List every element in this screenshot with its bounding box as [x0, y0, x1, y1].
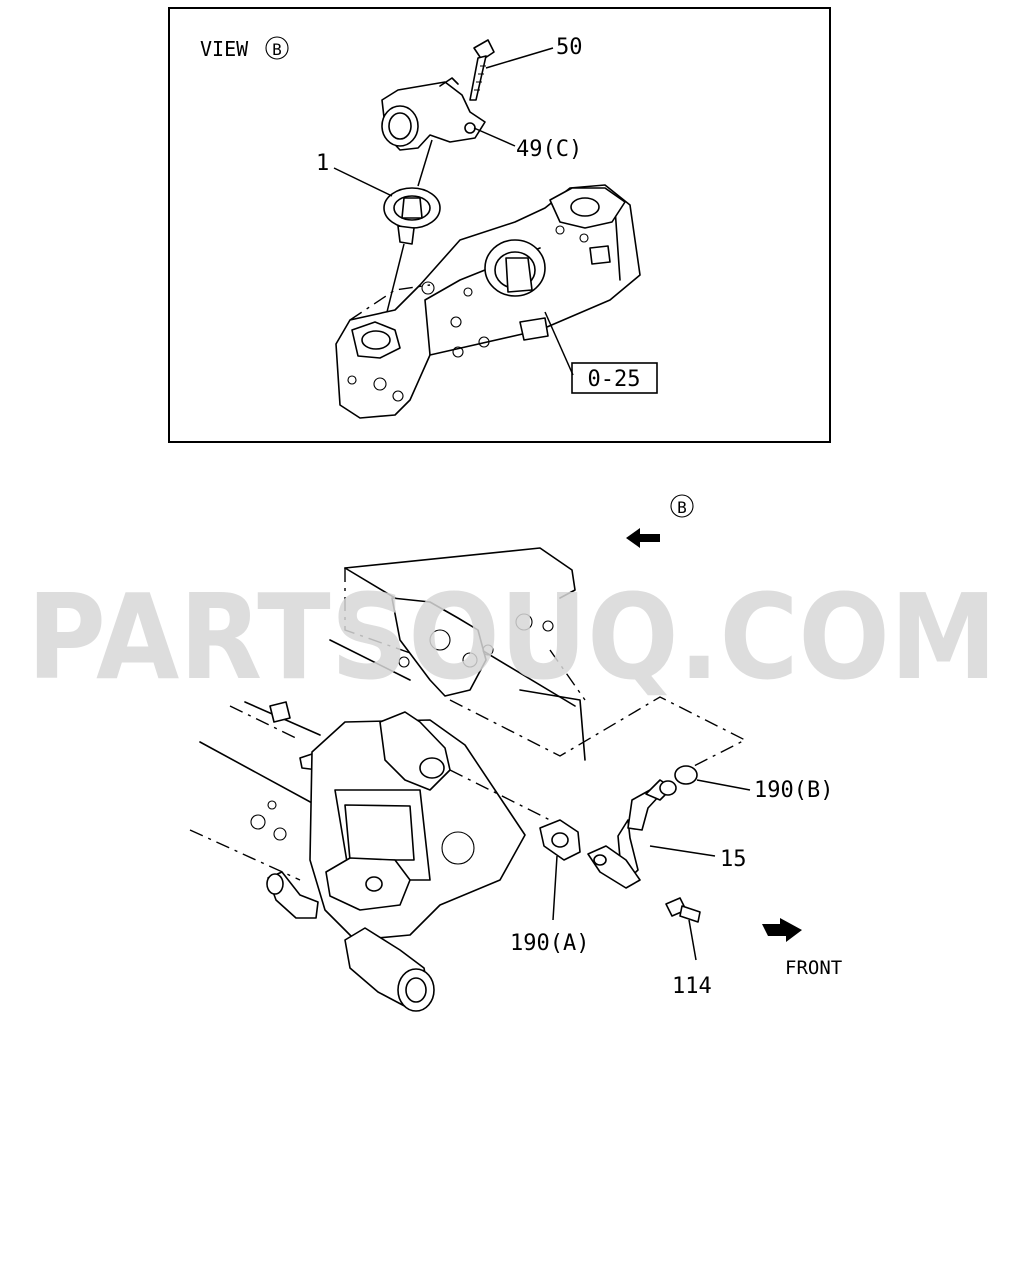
bolt-50 [469, 39, 495, 101]
alignment-path [449, 696, 747, 769]
view-marker: B [272, 40, 282, 59]
water-pipe [587, 779, 677, 889]
callout-50: 50 [556, 35, 583, 60]
callout-49c: 49(C) [516, 137, 582, 162]
ref-0-25: 0-25 [588, 367, 641, 392]
callout-1: 1 [316, 151, 329, 176]
gasket-190a [539, 819, 581, 861]
view-label: VIEW [200, 37, 249, 61]
thermostat-housing-block [335, 184, 641, 419]
callout-114: 114 [672, 974, 712, 999]
view-arrow-icon [626, 528, 660, 548]
water-outlet-housing [381, 77, 486, 151]
callout-190b: 190(B) [754, 778, 833, 803]
o-ring-190b [674, 765, 698, 785]
front-arrow-icon [762, 918, 802, 942]
front-label: FRONT [785, 957, 842, 979]
thermostat [383, 187, 441, 245]
callout-190a: 190(A) [510, 931, 589, 956]
bolt-114 [665, 897, 701, 923]
b-marker-circle [670, 494, 694, 518]
watermark: PARTSOUQ.COM [27, 568, 997, 706]
ref-box [571, 362, 658, 394]
callout-15: 15 [720, 847, 747, 872]
b-marker: B [677, 498, 687, 517]
view-marker-circle [265, 36, 289, 60]
view-b-frame [168, 7, 831, 443]
front-housing [266, 711, 526, 1012]
